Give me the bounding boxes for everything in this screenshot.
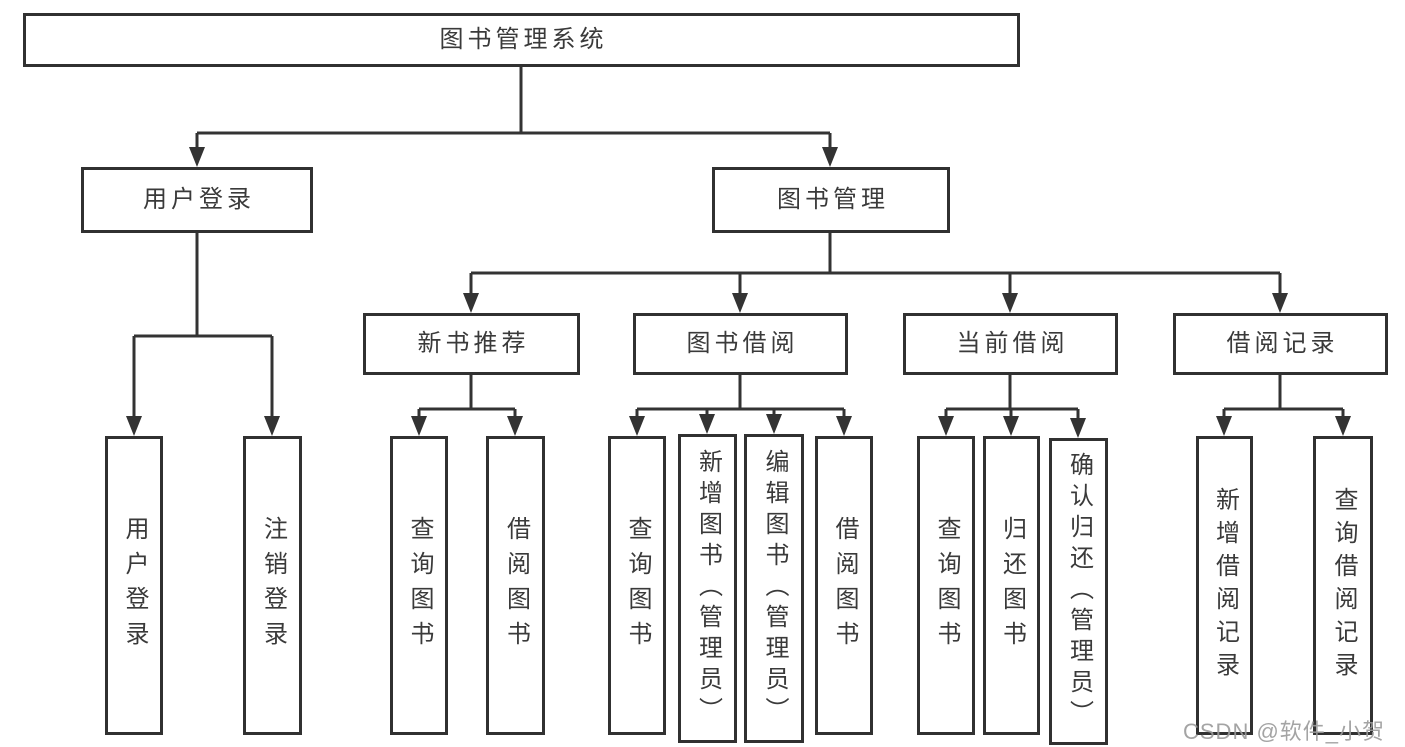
leaf-nbr-query-books: 查询图书: [390, 436, 448, 735]
node-current-borrow: 当前借阅: [903, 313, 1118, 375]
leaf-br-add-record: 新增借阅记录: [1196, 436, 1253, 735]
node-user-login: 用户登录: [81, 167, 313, 233]
leaf-br-query-record: 查询借阅记录: [1313, 436, 1373, 735]
connector-root-to-level2: [195, 67, 832, 153]
leaf-nbr-borrow-books: 借阅图书: [486, 436, 545, 735]
leaf-user-login: 用户登录: [105, 436, 163, 735]
connector-bookmgmt-to-level3: [469, 233, 1282, 299]
connector-userlogin-to-leaves: [132, 233, 274, 422]
leaf-bb-add-books: 新增图书（管理员）: [678, 434, 737, 743]
connector-bookborrow-to-leaves: [635, 375, 846, 422]
node-book-management: 图书管理: [712, 167, 950, 233]
csdn-watermark: CSDN @软件_小贺同学: [1183, 719, 1386, 744]
connector-borrowrecord-to-leaves: [1222, 375, 1345, 422]
connector-newbook-to-leaves: [417, 375, 517, 422]
leaf-cb-query-books: 查询图书: [917, 436, 975, 735]
node-book-borrow: 图书借阅: [633, 313, 848, 375]
node-new-book-recommend: 新书推荐: [363, 313, 580, 375]
leaf-bb-query-books: 查询图书: [608, 436, 666, 735]
leaf-bb-edit-books: 编辑图书（管理员）: [744, 434, 804, 743]
node-root-library-system: 图书管理系统: [23, 13, 1020, 67]
arrowhead-icons: [126, 147, 1351, 438]
leaf-logout: 注销登录: [243, 436, 302, 735]
leaf-cb-return-books: 归还图书: [983, 436, 1040, 735]
connector-currentborrow-to-leaves: [944, 375, 1080, 424]
leaf-cb-confirm-return: 确认归还（管理员）: [1049, 438, 1108, 745]
node-borrow-record: 借阅记录: [1173, 313, 1388, 375]
leaf-bb-borrow-books: 借阅图书: [815, 436, 873, 735]
